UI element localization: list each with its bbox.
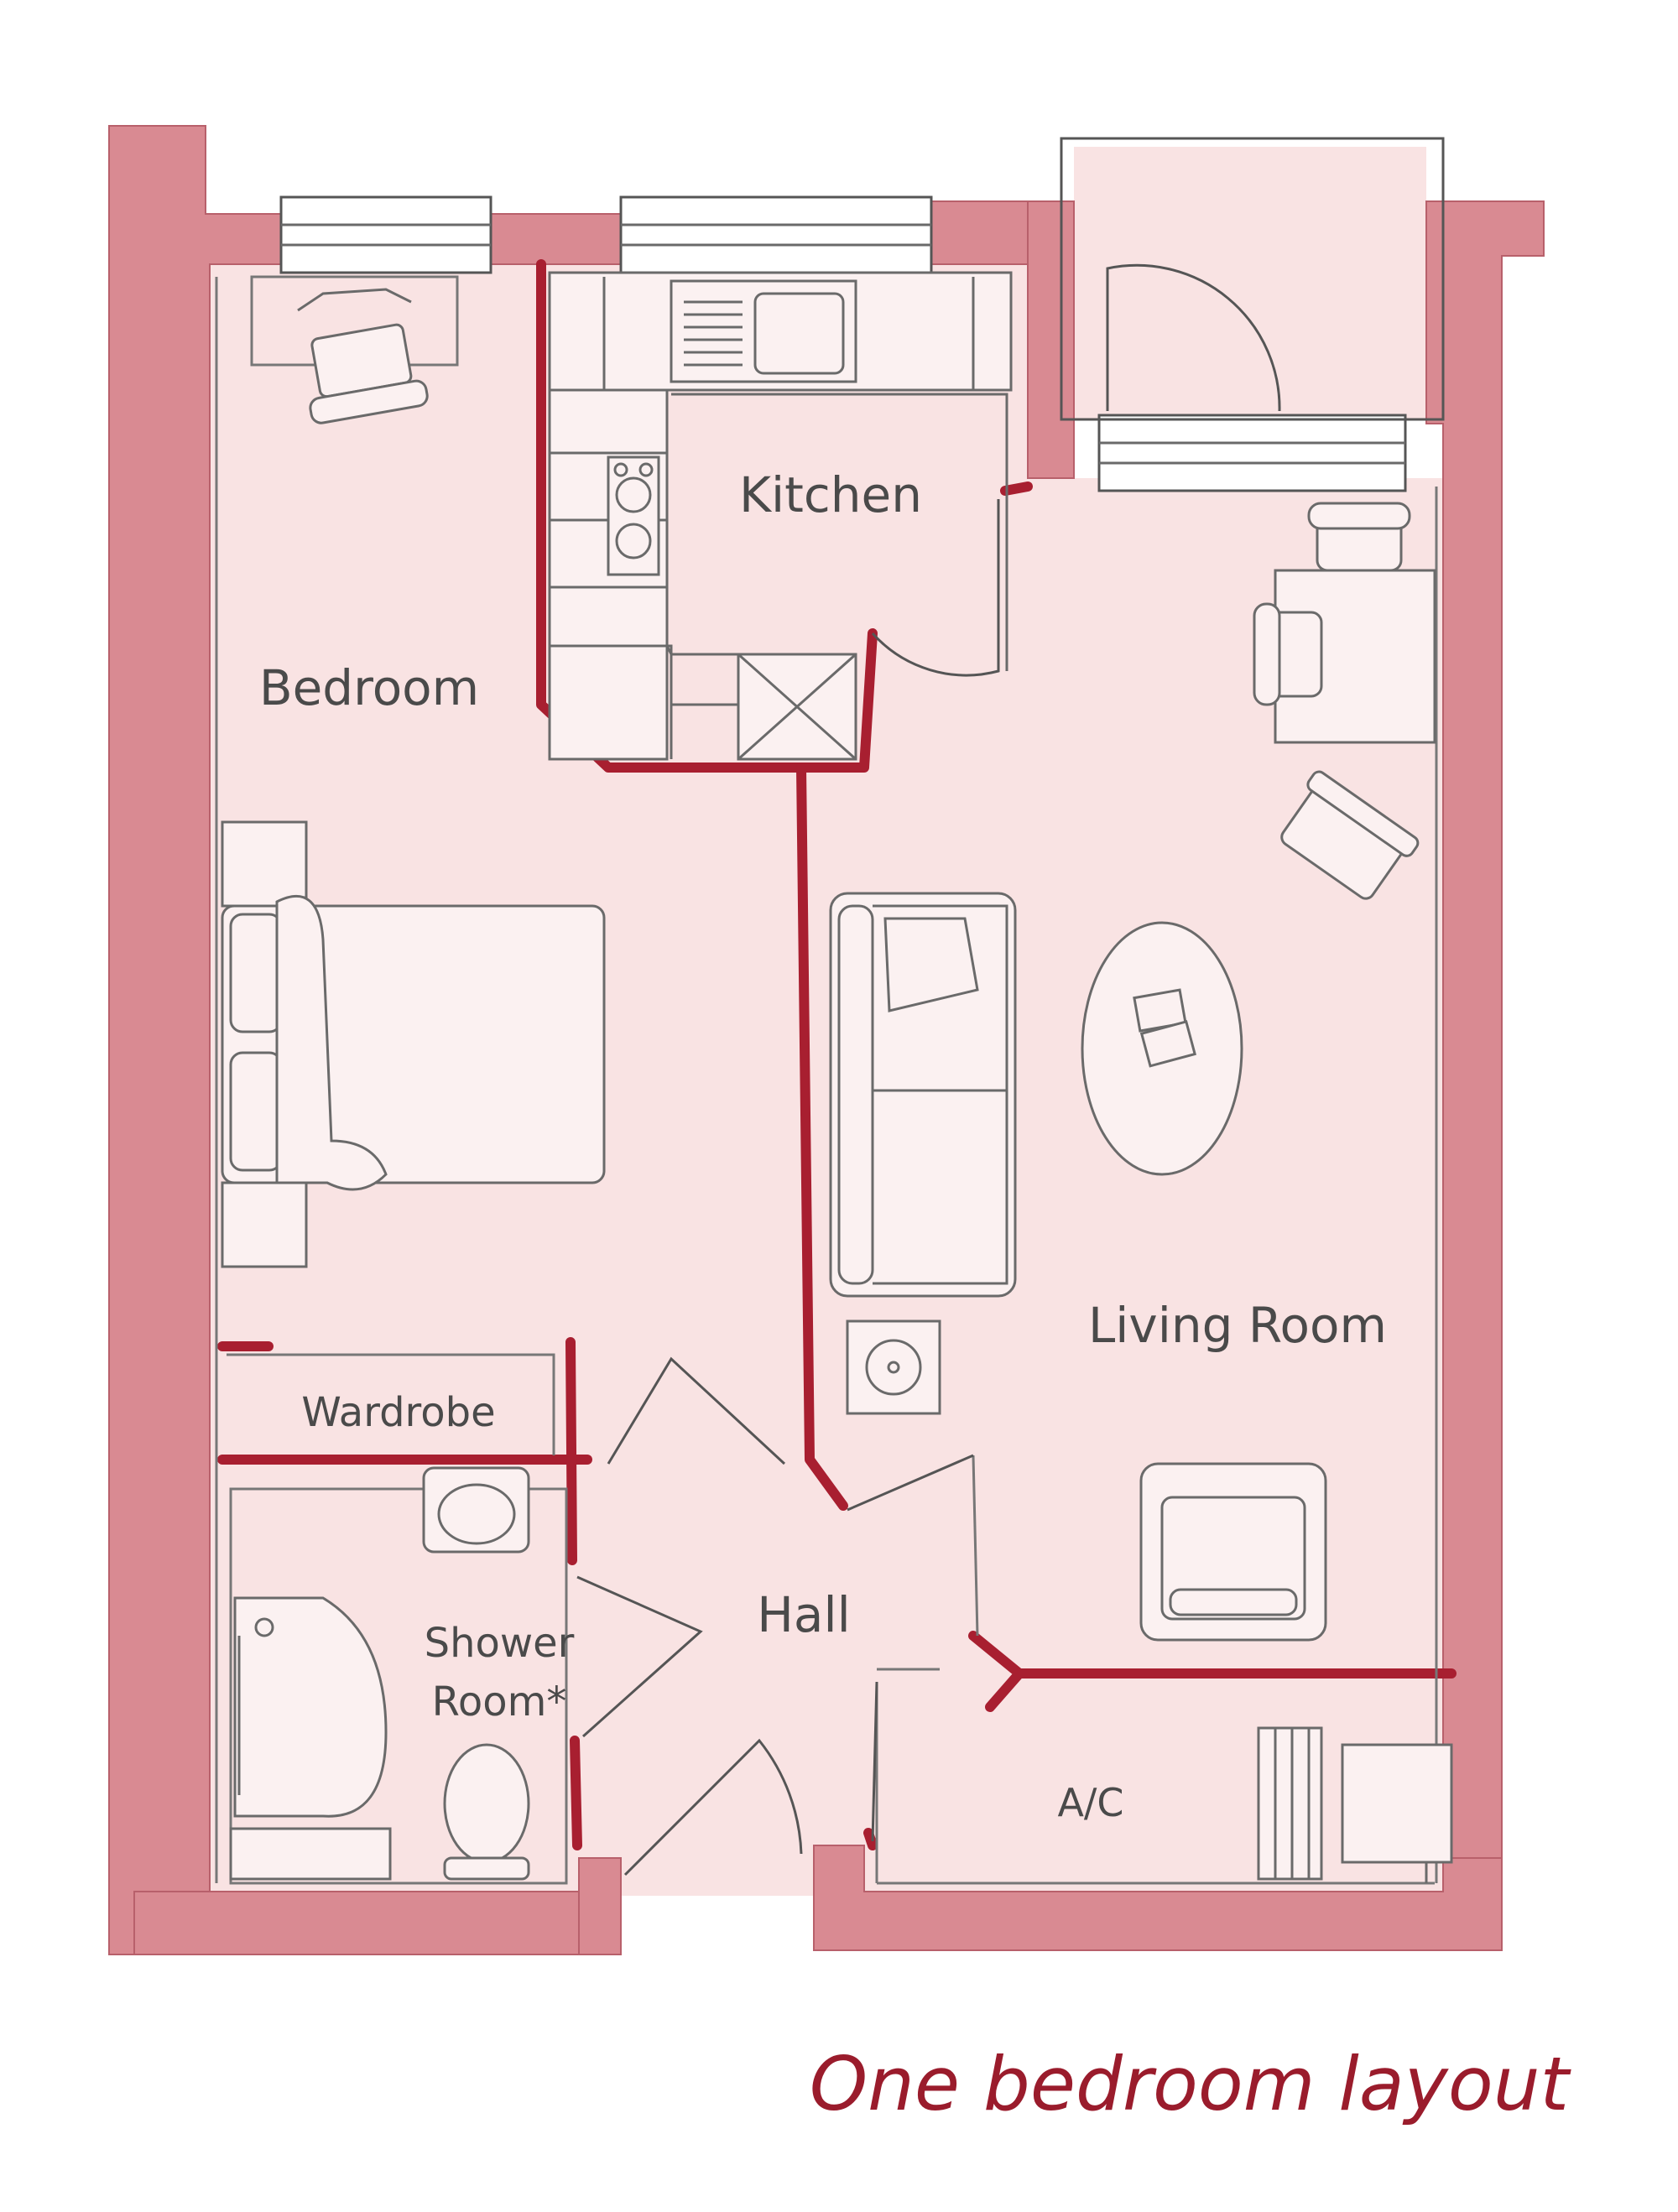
plan-caption: One bedroom layout — [810, 2041, 1572, 2127]
radiator — [1257, 1726, 1323, 1881]
drainer — [684, 300, 743, 367]
living-furniture — [829, 502, 1436, 1642]
interior-lines — [215, 275, 1438, 1885]
cylinder-unit — [1341, 1743, 1453, 1864]
shower-tray — [233, 1596, 388, 1818]
bedroom-furniture — [221, 288, 606, 1268]
dining-table — [1274, 569, 1436, 744]
room-label-ac: A/C — [1057, 1780, 1123, 1825]
room-label-living-room: Living Room — [1088, 1297, 1387, 1354]
room-label-shower-room-2: Room* — [432, 1679, 567, 1725]
hall-doors — [607, 1356, 974, 1876]
room-label-kitchen: Kitchen — [739, 466, 922, 523]
kitchen-fittings — [548, 271, 1013, 761]
room-label-wardrobe: Wardrobe — [301, 1389, 495, 1436]
living-window — [1097, 414, 1407, 492]
kitchen-window — [619, 195, 933, 274]
toilet — [443, 1743, 530, 1864]
room-label-hall: Hall — [757, 1586, 850, 1643]
sofa — [829, 892, 1017, 1298]
kitchen-door-swing — [871, 499, 1000, 677]
room-label-bedroom: Bedroom — [259, 659, 479, 716]
bedside-table — [221, 820, 308, 908]
windows — [279, 137, 1445, 492]
shower-fittings — [229, 1466, 703, 1881]
bedroom-window — [279, 195, 492, 274]
ac-fittings — [1257, 1726, 1453, 1883]
bedside-table — [221, 1181, 308, 1268]
room-label-shower-room: Shower — [425, 1620, 575, 1667]
